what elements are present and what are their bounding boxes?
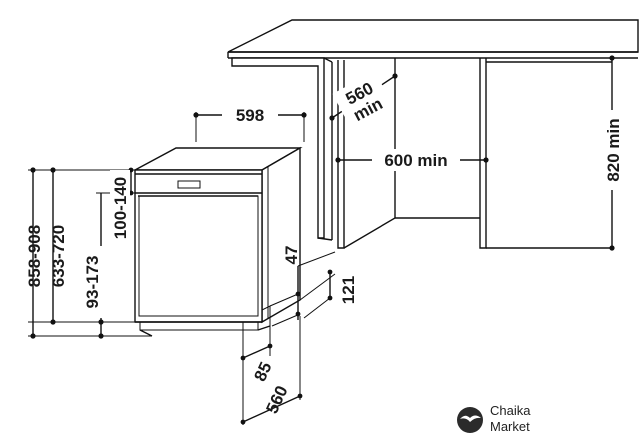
dim-633-720-label: 633-720 [49, 225, 68, 287]
logo-line1: Chaika [490, 403, 531, 418]
dim-820-min-label: 820 min [604, 118, 623, 181]
control-display [177, 180, 201, 189]
dim-93-173-label: 93-173 [83, 256, 102, 309]
dim-820-min: 820 min [601, 55, 623, 251]
cabinet-niche [227, 19, 639, 249]
dim-560-label: 560 [262, 383, 291, 417]
bird-icon [460, 415, 481, 422]
dim-100-140-label: 100-140 [111, 177, 130, 239]
dim-858-908-label: 858-908 [25, 225, 44, 287]
dim-85-560: 85 560 [240, 316, 303, 425]
dim-598: 598 [193, 104, 307, 142]
dim-600-min-label: 600 min [384, 151, 447, 170]
dim-85-label: 85 [250, 359, 275, 384]
left-dimensions: 858-908 633-720 100-140 93-173 [25, 167, 152, 339]
countertop-top [227, 19, 639, 53]
dim-121-label: 121 [339, 276, 358, 304]
dim-598-label: 598 [236, 106, 264, 125]
dim-47-label: 47 [282, 246, 301, 265]
dim-560-min: 560 min [329, 71, 398, 130]
logo-line2: Market [490, 419, 530, 434]
dishwasher [134, 146, 303, 337]
dim-47-121: 47 121 [269, 246, 358, 327]
chaika-market-logo: Chaika Market [457, 403, 531, 434]
dim-600-min: 600 min [335, 149, 489, 171]
